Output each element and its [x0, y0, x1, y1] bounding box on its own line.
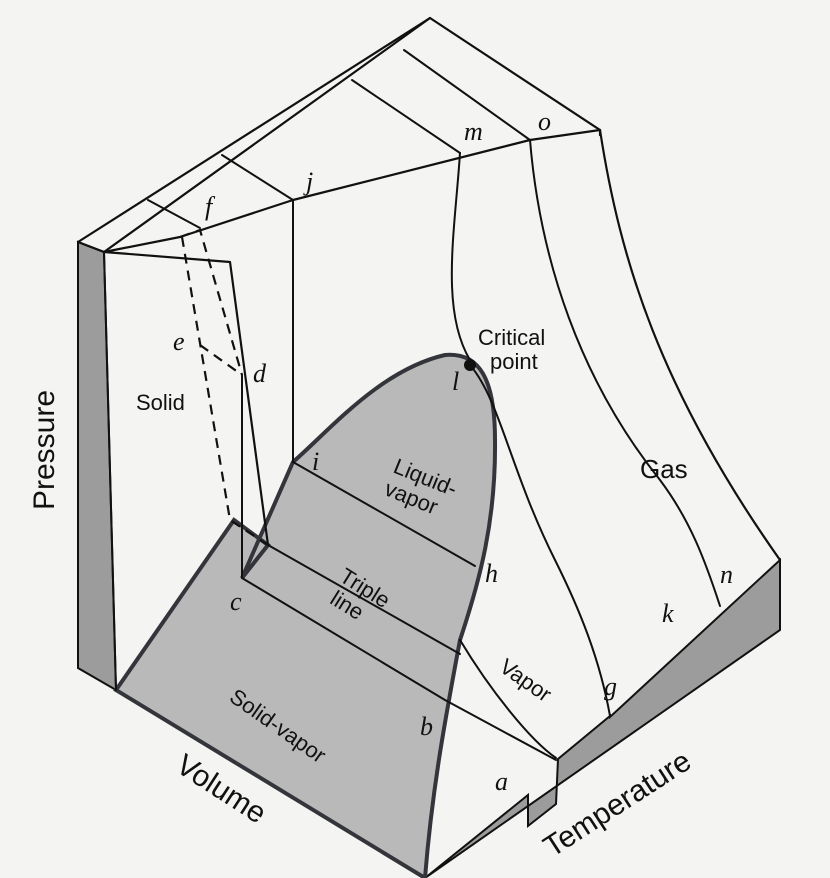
label-d: d: [253, 359, 267, 388]
isotherm-vapor-k: [459, 639, 557, 759]
label-n: n: [720, 560, 733, 589]
label-a: a: [495, 767, 508, 796]
solid-right-edge: [102, 250, 270, 547]
dashed-path-e-c: [180, 236, 269, 546]
label-l: l: [452, 367, 459, 396]
triple-line-lower: [241, 577, 446, 701]
critical-point-label-2: point: [490, 349, 538, 374]
gas-boundary-curve: [598, 128, 782, 562]
right-side-face: [424, 557, 781, 878]
critical-point-dot: [464, 359, 476, 371]
isotherm-l-h-g: [469, 364, 611, 717]
label-o: o: [538, 107, 551, 136]
top-rule-2: [221, 154, 294, 201]
label-i: i: [312, 447, 319, 476]
dashed-path-f-e: [179, 228, 244, 376]
top-rule-3: [351, 79, 461, 154]
label-j: j: [303, 167, 313, 196]
solid-label: Solid: [136, 390, 185, 415]
label-k: k: [662, 599, 674, 628]
dashed-path-e-d: [199, 344, 243, 376]
label-g: g: [604, 672, 617, 701]
label-h: h: [485, 559, 498, 588]
vapor-label: Vapor: [495, 654, 556, 707]
critical-point-label-1: Critical: [478, 325, 545, 350]
label-m: m: [464, 117, 483, 146]
top-outline: [76, 16, 602, 244]
isotherm-m-l: [450, 152, 471, 361]
label-b: b: [420, 712, 433, 741]
isotherm-a: [444, 699, 557, 761]
triple-line-upper: [267, 544, 461, 655]
label-e: e: [173, 327, 185, 356]
solid-face-line: [103, 251, 117, 691]
top-rule-1: [147, 199, 201, 229]
top-left-back-edge: [102, 16, 432, 254]
top-rule-4: [403, 49, 531, 141]
top-front-edge: [76, 128, 602, 254]
pressure-axis-label: Pressure: [28, 390, 61, 510]
label-f: f: [205, 192, 216, 221]
isotherm-o-n: [529, 139, 721, 607]
gas-label: Gas: [640, 454, 688, 484]
label-c: c: [230, 587, 242, 616]
tie-line-i-h: [292, 461, 476, 567]
